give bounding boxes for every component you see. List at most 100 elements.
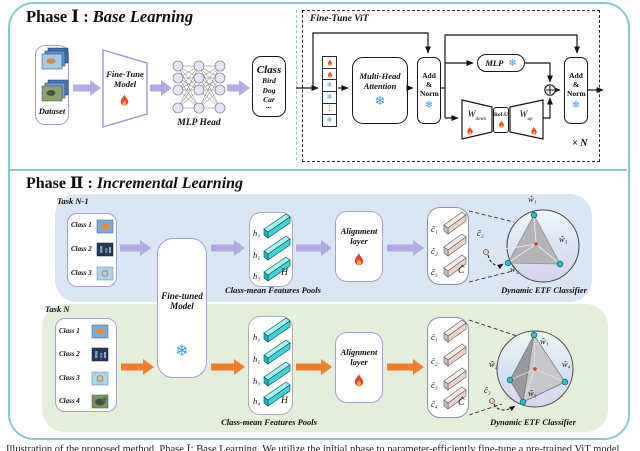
etf-vertex-label: ŵ₄ xyxy=(562,359,571,369)
prototype-label: ĉ₄ xyxy=(431,399,438,409)
pool-caption: Class-mean Features Pools xyxy=(225,285,321,295)
fire-icon xyxy=(354,250,364,266)
new-class-label: ĉ₂ xyxy=(477,228,484,238)
phase2-title-prefix: Phase Ⅱ : xyxy=(26,175,93,192)
class-item-more: ... xyxy=(266,101,272,111)
snowflake-icon: ❄ xyxy=(571,99,581,111)
fire-icon xyxy=(120,92,129,106)
fire-icon xyxy=(327,70,332,78)
dataset-label: Dataset xyxy=(38,106,66,116)
feature-label: h₂ xyxy=(253,354,261,364)
prototype-label: ĉ₃ xyxy=(431,267,438,277)
w-down-label: Wdown xyxy=(462,110,492,122)
snowflake-icon: ❄ xyxy=(374,94,386,110)
etf-vertex-label: ŵ₂ xyxy=(489,359,498,369)
etf-caption: Dynamic ETF Classifier xyxy=(501,285,587,295)
class-box-title: Class xyxy=(256,64,282,77)
phase1-dashed-separator xyxy=(296,10,297,160)
relu-box: ReLU xyxy=(493,107,509,133)
alignment-label: Alignment layer xyxy=(340,346,378,367)
etf-vertex-label: ŵ₃ xyxy=(528,388,537,398)
phase2-title-emph: Incremental Learning xyxy=(96,175,244,192)
figure-caption-clipped: Illustration of the proposed method. Pha… xyxy=(6,444,620,451)
fire-icon xyxy=(354,371,364,387)
add-norm-box-1: Add & Norm ❄ xyxy=(417,57,441,124)
alignment-label: Alignment layer xyxy=(340,225,378,246)
feature-label: h₁ xyxy=(253,332,261,342)
prototype-label: ĉ₂ xyxy=(431,356,438,366)
pool-caption: Class-mean Features Pools xyxy=(221,417,317,427)
snowflake-icon: ❄ xyxy=(326,92,333,101)
prototype-set-label: Ĉ xyxy=(458,398,465,408)
mha-label: Multi-Head Attention xyxy=(359,70,401,91)
vit-dashed-box xyxy=(302,10,600,162)
vit-repeat-label: × N xyxy=(572,138,588,149)
prototype-label: ĉ₁ xyxy=(431,332,438,342)
add-norm-label: Add & Norm xyxy=(420,70,439,98)
prototype-label: ĉ₂ xyxy=(431,246,438,256)
phase2-title: Phase Ⅱ :Incremental Learning xyxy=(26,173,243,193)
class-item: Dog xyxy=(262,85,276,95)
token-cell-frozen: ❄ xyxy=(322,114,337,128)
snowflake-icon: ❄ xyxy=(326,116,333,125)
w-up-base: W xyxy=(519,110,528,120)
snowflake-icon: ❄ xyxy=(508,57,517,69)
mlp-box: MLP ❄ xyxy=(477,54,525,72)
fire-icon xyxy=(531,125,537,135)
class-item: Bird xyxy=(262,76,276,86)
feature-label: h₃ xyxy=(253,376,261,386)
w-down-base: W xyxy=(467,110,476,120)
finetuned-model-box: Fine-tuned Model ❄ xyxy=(157,238,207,378)
phase1-title: Phase Ⅰ :Base Learning xyxy=(26,7,193,27)
etf-vertex-label: ŵ₁ xyxy=(540,336,549,346)
task-n-panel xyxy=(42,304,608,432)
mlp-label: MLP xyxy=(485,58,504,68)
add-norm-box-2: Add & Norm ❄ xyxy=(564,57,588,124)
etf-vertex-label: ŵ₂ xyxy=(510,264,519,274)
finetune-model-label: Fine-Tune Model xyxy=(106,69,144,89)
add-norm-label: Add & Norm xyxy=(567,70,586,98)
phase1-title-emph: Base Learning xyxy=(92,7,194,26)
w-up-sub: up xyxy=(527,116,533,122)
task-n1-alignment-box: Alignment layer xyxy=(335,211,383,282)
class-row-label: Class 1 xyxy=(59,327,80,335)
feature-label: h₃ xyxy=(253,271,261,281)
task-n1-name: Task N-1 xyxy=(57,196,89,206)
mlp-head-label: MLP Head xyxy=(177,118,221,128)
snowflake-icon: ❄ xyxy=(326,81,333,90)
new-class-label: ĉ₃ xyxy=(484,385,491,395)
class-row-label: Class 2 xyxy=(71,245,92,253)
fire-icon xyxy=(467,125,473,135)
feature-label: h₂ xyxy=(253,250,261,260)
feature-label: h₁ xyxy=(253,228,261,238)
phase1-title-prefix: Phase Ⅰ : xyxy=(26,7,89,26)
class-row-label: Class 3 xyxy=(59,374,80,382)
ellipsis-icon: ⋮ xyxy=(326,106,333,113)
etf-caption: Dynamic ETF Classifier xyxy=(490,417,576,427)
feature-label: h₄ xyxy=(253,396,261,406)
relu-label: ReLU xyxy=(493,112,509,118)
prototype-label: ĉ₁ xyxy=(431,224,438,234)
class-row-label: Class 3 xyxy=(71,269,92,277)
class-row-label: Class 2 xyxy=(59,350,80,358)
multi-head-attention-box: Multi-Head Attention ❄ xyxy=(352,57,408,124)
phase-divider-line xyxy=(9,169,627,171)
task-n-alignment-box: Alignment layer xyxy=(335,332,383,403)
pool-set-label: H xyxy=(281,268,288,278)
fire-icon xyxy=(327,58,332,66)
prototype-label: ĉ₃ xyxy=(431,380,438,390)
class-output-box: Class Bird Dog Car ... xyxy=(252,56,286,117)
class-row-label: Class 4 xyxy=(59,397,80,405)
task-n-name: Task N xyxy=(45,304,70,314)
finetuned-model-label: Fine-tuned Model xyxy=(161,291,203,312)
figure-outer-border xyxy=(8,2,630,440)
fire-icon xyxy=(498,119,504,128)
vit-token-stack: ❄ ❄ ⋮ ❄ xyxy=(322,56,337,128)
pool-set-label: H xyxy=(281,396,288,406)
snowflake-icon: ❄ xyxy=(424,99,434,111)
etf-vertex-label: ŵ₃ xyxy=(559,234,568,244)
class-row-label: Class 1 xyxy=(71,221,92,229)
vit-title: Fine-Tune ViT xyxy=(310,14,369,24)
class-item: Car xyxy=(263,94,275,104)
